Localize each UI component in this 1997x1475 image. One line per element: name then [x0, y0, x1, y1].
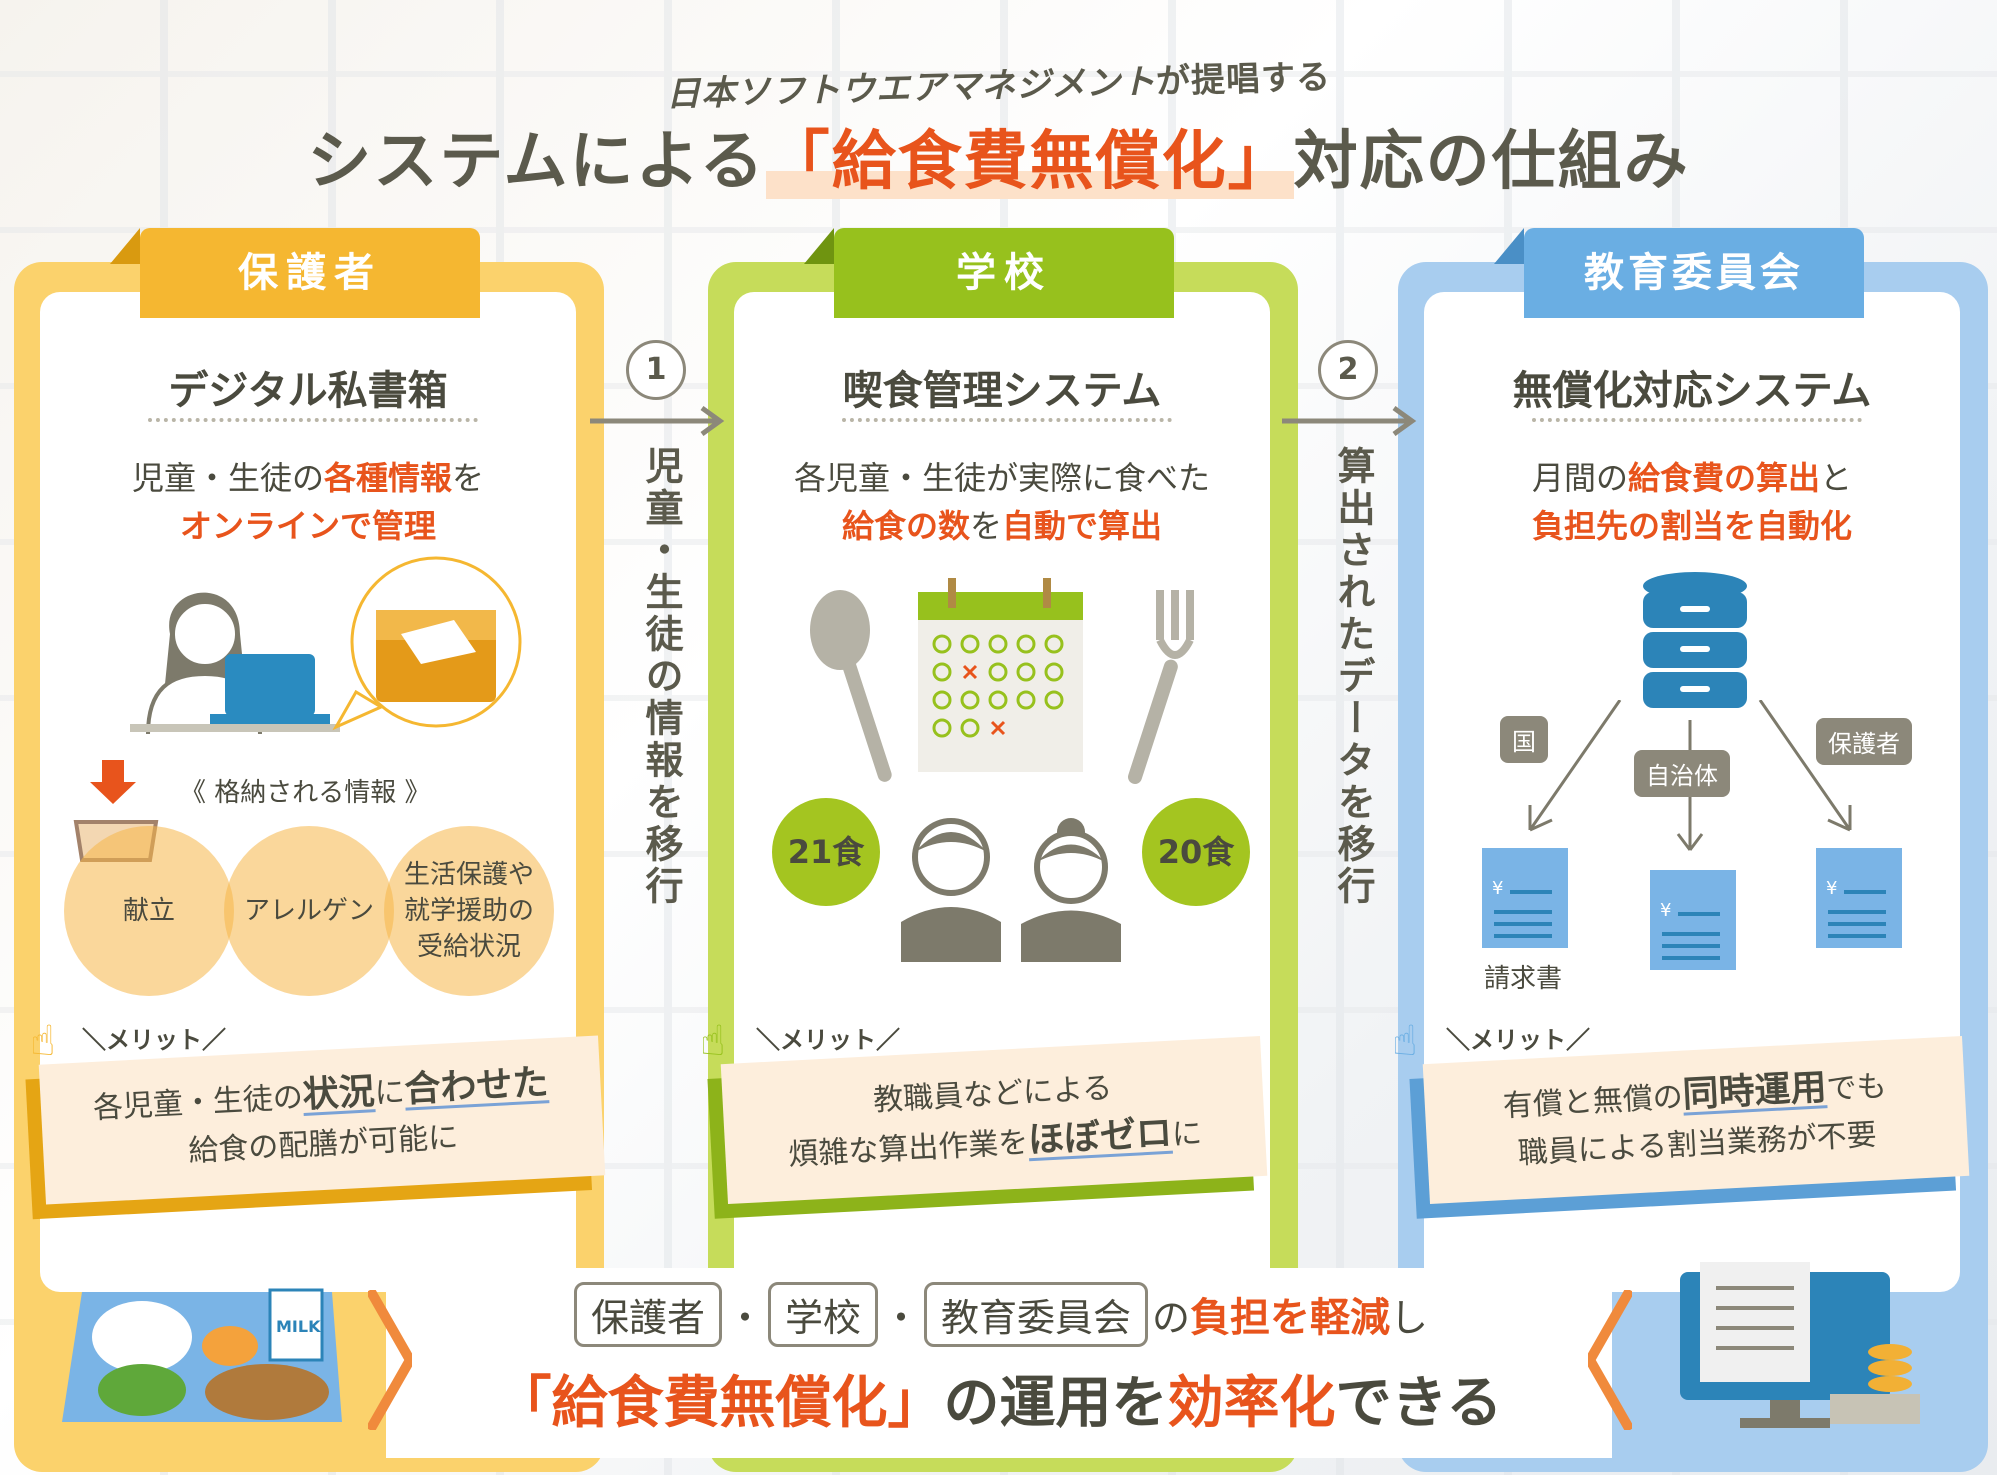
conclusion-box-board: 教育委員会: [924, 1282, 1149, 1347]
invoice-icon: ¥: [1816, 848, 1902, 948]
pointing-hand-icon: ☝: [700, 1016, 726, 1065]
step-1-badge: 1: [626, 340, 686, 400]
merit-board: 有償と無償の同時運用でも 職員による割当業務が不要: [1422, 1035, 1970, 1205]
pointing-hand-icon: ☝: [1392, 1016, 1418, 1065]
pointing-hand-icon: ☝: [30, 1016, 56, 1065]
chevron-left-icon: [1588, 1290, 1632, 1430]
invoice-label: 請求書: [1484, 964, 1563, 994]
stored-item-welfare-status: 生活保護や就学援助の受給状況: [384, 826, 554, 996]
conclusion-banner: 保護者・学校・教育委員会の負担を軽減し 「給食費無償化」の運用を効率化できる: [386, 1268, 1612, 1458]
system-name-meal-management: 喫食管理システム: [842, 368, 1162, 414]
tag-municipality: 自治体: [1634, 750, 1730, 797]
merit-label: ＼メリット／: [82, 1026, 226, 1054]
fork-icon: [1127, 590, 1194, 784]
svg-text:¥: ¥: [1660, 900, 1671, 921]
divider: [148, 418, 478, 422]
column-school-header: 学校: [804, 228, 1174, 318]
allocation-arrows: [1528, 700, 1852, 851]
tag-guardian: 保護者: [1816, 718, 1912, 765]
board-description: 月間の給食費の算出と 負担先の割当を自動化: [1531, 459, 1853, 545]
arrow-right-icon: [590, 406, 725, 436]
school-lunch-tray-icon: MILK: [62, 1288, 342, 1422]
arrow-right-icon: [1282, 406, 1417, 436]
merit-school: 教職員などによる 煩雑な算出作業をほぼゼロに: [720, 1035, 1268, 1205]
page-title: システムによる「給食費無償化」対応の仕組み: [307, 125, 1690, 199]
step-2-badge: 2: [1318, 340, 1378, 400]
tag-national: 国: [1500, 716, 1548, 763]
conclusion-box-school: 学校: [767, 1282, 878, 1347]
column-board-header: 教育委員会: [1494, 228, 1864, 318]
system-name-digital-mailbox: デジタル私書箱: [168, 368, 448, 414]
school-description: 各児童・生徒が実際に食べた 給食の数を自動で算出: [793, 459, 1210, 545]
merit-guardian: 各児童・生徒の状況に合わせた 給食の配膳が可能に: [38, 1035, 606, 1205]
student-girl-icon: [1021, 818, 1121, 962]
calendar-icon: [918, 578, 1083, 772]
stored-item-allergen: アレルゲン: [224, 826, 394, 996]
chevron-right-icon: [368, 1290, 412, 1430]
meal-count-boy: 21食: [772, 798, 880, 906]
conclusion-box-guardian: 保護者: [573, 1282, 722, 1347]
invoice-icon: ¥: [1650, 870, 1736, 970]
merit-label: ＼メリット／: [756, 1026, 900, 1054]
database-icon: [1643, 572, 1747, 708]
divider: [842, 418, 1172, 422]
stored-info-label: 《 格納される情報 》: [180, 778, 431, 808]
svg-text:¥: ¥: [1492, 878, 1503, 899]
conclusion-line-1: 保護者・学校・教育委員会の負担を軽減し: [386, 1282, 1612, 1347]
merit-label: ＼メリット／: [1446, 1026, 1590, 1054]
svg-text:¥: ¥: [1826, 878, 1837, 899]
person-laptop-icon: [130, 592, 340, 734]
student-boy-icon: [901, 818, 1001, 962]
guardian-description: 児童・生徒の各種情報を オンラインで管理: [131, 459, 485, 545]
computer-invoice-icon: [1680, 1262, 1920, 1428]
invoice-icon: ¥: [1482, 848, 1568, 948]
spoon-icon: [810, 590, 892, 782]
column-guardian-header: 保護者: [110, 228, 480, 318]
conclusion-line-2: 「給食費無償化」の運用を効率化できる: [495, 1371, 1503, 1436]
stored-item-menu: 献立: [64, 826, 234, 996]
system-name-free-meal: 無償化対応システム: [1512, 368, 1872, 414]
divider: [1532, 418, 1862, 422]
step-1-text: 児童・生徒の情報を移行: [639, 446, 683, 908]
milk-label: MILK: [276, 1317, 321, 1336]
mailbox-icon: [332, 556, 522, 731]
step-2-text: 算出されたデータを移行: [1331, 446, 1375, 908]
meal-count-girl: 20食: [1142, 798, 1250, 906]
